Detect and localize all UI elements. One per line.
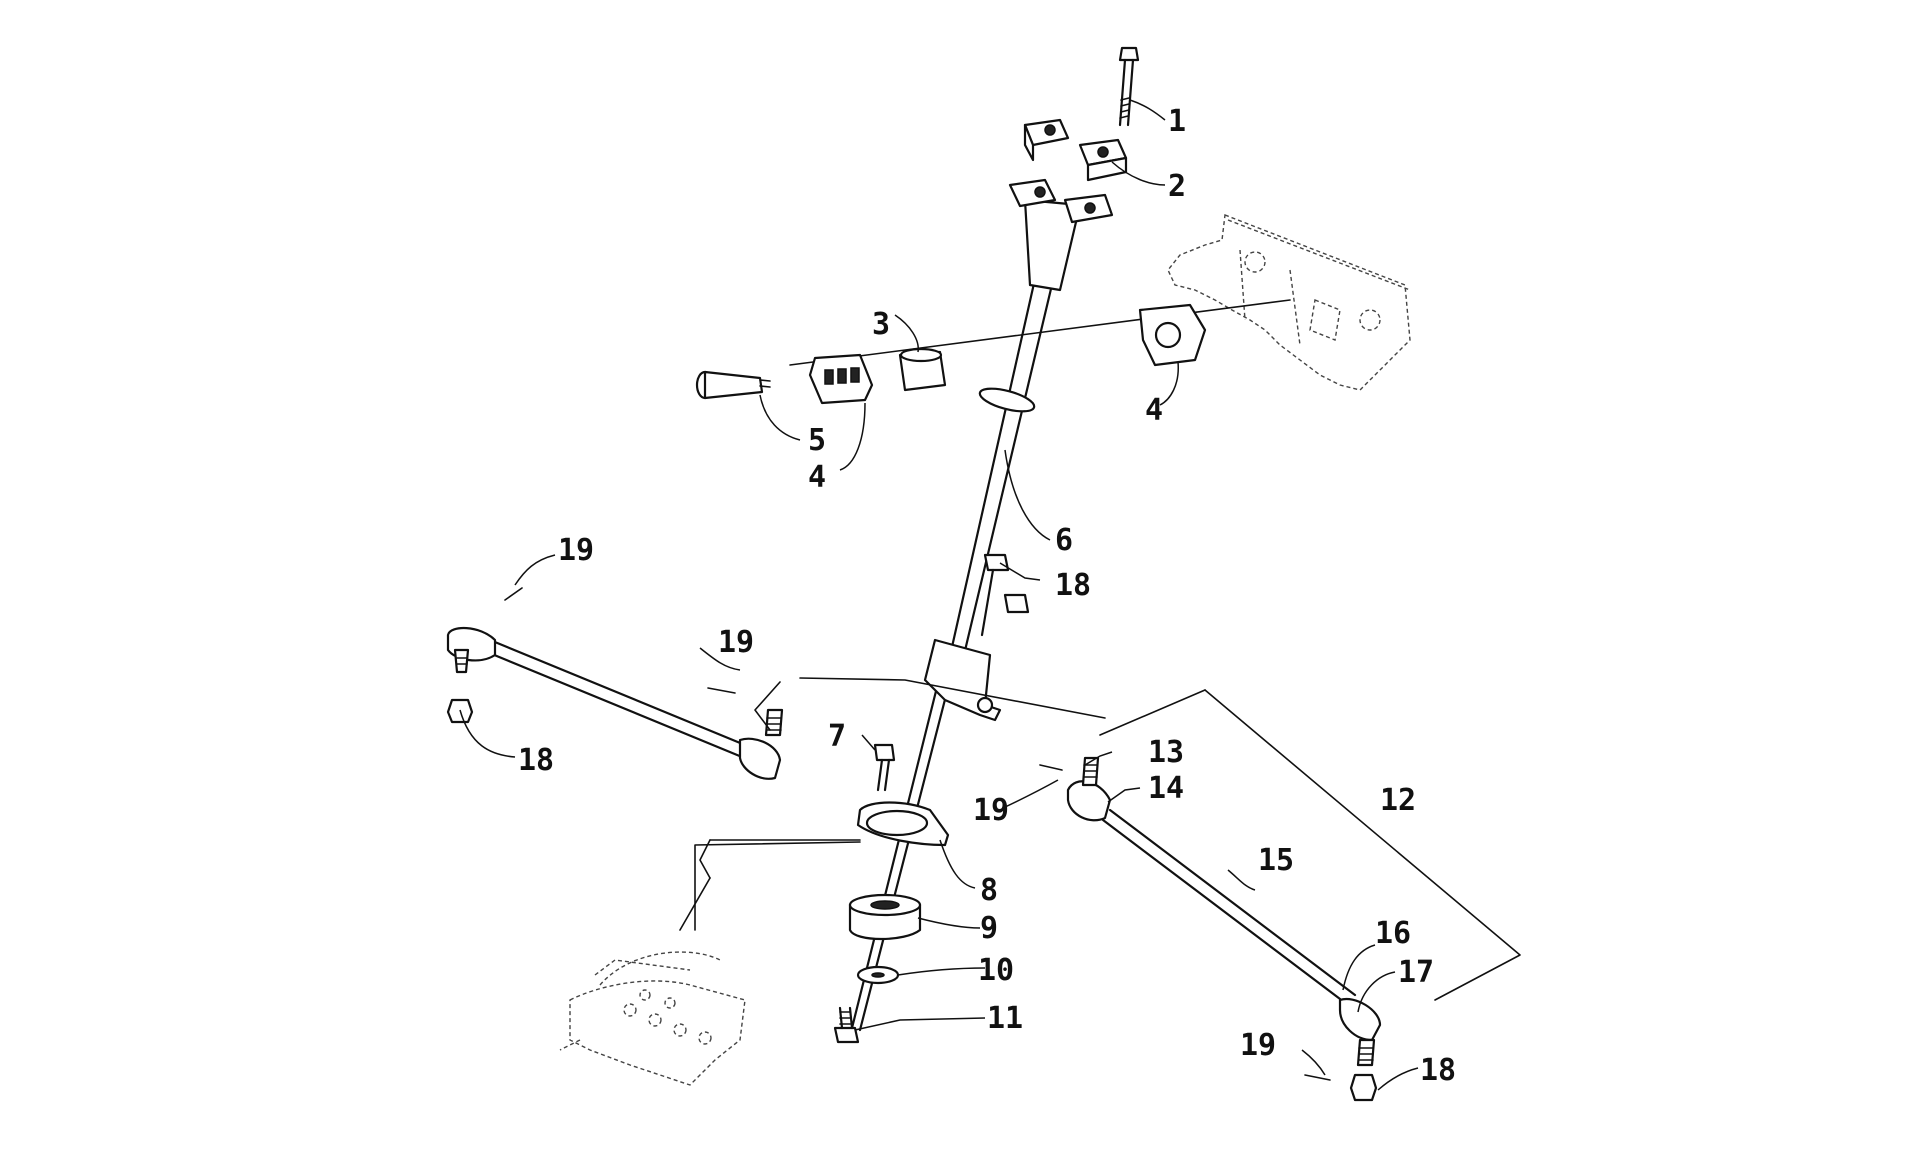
callout-18-shaft: 18: [1055, 568, 1091, 603]
shaft-nuts: [980, 553, 1030, 637]
callout-labels: 1 2 3 4 4 5 6 7 8 9 10 11 12 13 14 15 16…: [518, 104, 1456, 1088]
floor-mount-sketch: [559, 951, 746, 1086]
callout-4-right: 4: [1145, 393, 1163, 428]
callout-8: 8: [980, 873, 998, 908]
callout-5: 5: [808, 423, 826, 458]
callout-13: 13: [1148, 735, 1184, 770]
callout-4-left: 4: [808, 460, 826, 495]
callout-9: 9: [980, 911, 998, 946]
callout-3: 3: [872, 307, 890, 342]
callout-7: 7: [828, 719, 846, 754]
callout-16: 16: [1375, 916, 1411, 951]
right-tie-rod: [1039, 756, 1382, 1102]
callout-1: 1: [1168, 104, 1186, 139]
callout-6: 6: [1055, 523, 1073, 558]
callout-12: 12: [1380, 783, 1416, 818]
handlebar-clamps: [1008, 118, 1128, 224]
left-tie-rod: [446, 587, 784, 780]
callout-18-left: 18: [518, 743, 554, 778]
callout-17: 17: [1398, 955, 1434, 990]
callout-18-right: 18: [1420, 1053, 1456, 1088]
clamp-bolt: [1118, 46, 1140, 127]
callout-14: 14: [1148, 771, 1184, 806]
callout-19-center: 19: [718, 625, 754, 660]
lower-bearing: [833, 893, 922, 1044]
upper-mount: [695, 299, 1291, 405]
callout-19-right-lower: 19: [1240, 1028, 1276, 1063]
callout-10: 10: [978, 953, 1014, 988]
callout-15: 15: [1258, 843, 1294, 878]
firewall-bracket-sketch: [1167, 214, 1411, 391]
callout-19-right-upper: 19: [973, 793, 1009, 828]
callout-11: 11: [987, 1001, 1023, 1036]
lower-flange: [856, 743, 950, 847]
callout-19-left: 19: [558, 533, 594, 568]
callout-2: 2: [1168, 169, 1186, 204]
leader-lines: [459, 99, 1521, 1091]
